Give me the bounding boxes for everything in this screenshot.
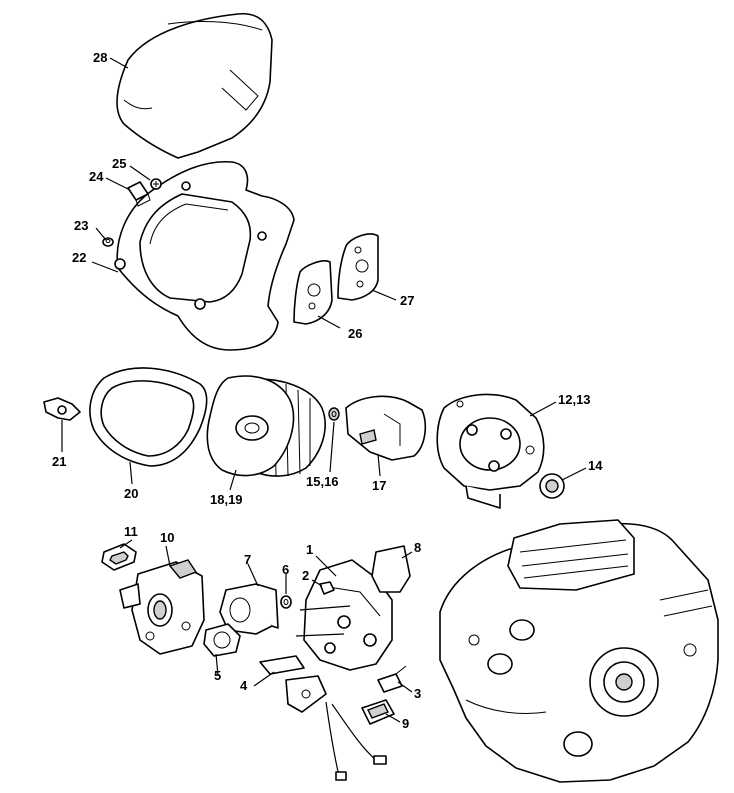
part-18-19-air-filter bbox=[206, 375, 326, 477]
part-24-clip bbox=[127, 181, 151, 207]
part-6-washer bbox=[280, 595, 292, 609]
part-4-linkage bbox=[259, 655, 327, 713]
part-14-grommet bbox=[539, 473, 565, 499]
part-17-deflector bbox=[345, 395, 427, 461]
leader-lines bbox=[61, 57, 587, 723]
callout-11: 11 bbox=[124, 524, 138, 539]
wire-harness bbox=[325, 701, 387, 781]
callout-7: 7 bbox=[244, 552, 251, 567]
callout-17: 17 bbox=[372, 478, 386, 493]
part-22-filter-housing bbox=[114, 160, 295, 351]
callout-22: 22 bbox=[72, 250, 86, 265]
part-8-plate bbox=[371, 545, 411, 593]
callout-15-16: 15,16 bbox=[306, 474, 339, 489]
callout-14: 14 bbox=[588, 458, 603, 473]
part-10-carburetor bbox=[119, 559, 205, 655]
part-15-16-nut bbox=[328, 407, 340, 421]
engine-block bbox=[439, 519, 719, 783]
callout-27: 27 bbox=[400, 293, 414, 308]
callout-9: 9 bbox=[402, 716, 409, 731]
callout-24: 24 bbox=[89, 169, 104, 184]
callout-18-19: 18,19 bbox=[210, 492, 243, 507]
callout-2: 2 bbox=[302, 568, 309, 583]
part-12-13-base-plate bbox=[436, 393, 545, 509]
part-28-shroud-cover bbox=[116, 13, 273, 159]
part-27-baffle-plate bbox=[337, 233, 379, 301]
callout-6: 6 bbox=[282, 562, 289, 577]
callout-12-13: 12,13 bbox=[558, 392, 591, 407]
part-25-screw bbox=[150, 178, 162, 190]
part-11-gasket bbox=[101, 543, 137, 571]
callout-10: 10 bbox=[160, 530, 174, 545]
part-3-pin bbox=[377, 665, 407, 693]
part-5-gasket bbox=[203, 623, 241, 657]
callout-1: 1 bbox=[306, 542, 313, 557]
callout-26: 26 bbox=[348, 326, 362, 341]
callout-5: 5 bbox=[214, 668, 221, 683]
callout-23: 23 bbox=[74, 218, 88, 233]
part-21-wing-nut bbox=[43, 397, 81, 421]
callout-25: 25 bbox=[112, 156, 126, 171]
callout-20: 20 bbox=[124, 486, 138, 501]
part-7-intake-boot bbox=[219, 583, 279, 635]
part-9-pad bbox=[361, 699, 395, 725]
part-2-clip bbox=[319, 581, 335, 595]
callout-3: 3 bbox=[414, 686, 421, 701]
part-23-nut bbox=[102, 237, 114, 247]
callout-4: 4 bbox=[240, 678, 248, 693]
callout-21: 21 bbox=[52, 454, 66, 469]
part-20-prefilter-band bbox=[89, 367, 208, 467]
callout-28: 28 bbox=[93, 50, 107, 65]
callout-8: 8 bbox=[414, 540, 421, 555]
part-26-baffle-plate bbox=[293, 260, 333, 325]
